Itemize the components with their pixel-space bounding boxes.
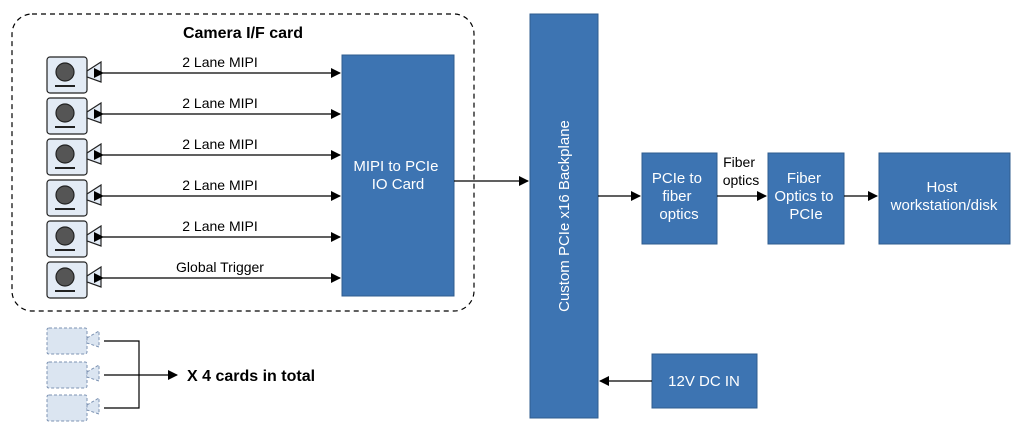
camera-icon <box>46 220 102 258</box>
power-label: 12V DC IN <box>668 373 740 390</box>
mipi-io-card-label: MIPI to PCIe IO Card <box>353 158 442 193</box>
ghost-camera-icon <box>46 361 100 389</box>
mipi-io-card-block <box>341 54 455 297</box>
fiber-link-label: Fiber optics <box>723 154 760 188</box>
link-arrows: 2 Lane MIPI 2 Lane MIPI 2 Lane MIPI 2 Lane … <box>94 54 341 283</box>
link-label: 2 Lane MIPI <box>182 54 258 70</box>
camera-icon <box>46 56 102 94</box>
host-block <box>878 152 1011 245</box>
pcie-to-fiber-label: PCIe to fiber optics <box>652 170 706 223</box>
ghost-camera-icon <box>46 327 100 355</box>
camera-icon <box>46 179 102 217</box>
additional-cards-stack <box>46 327 100 422</box>
pcie-to-fiber-block <box>641 152 718 245</box>
camera-card-container <box>11 13 475 312</box>
multiplier-label: X 4 cards in total <box>187 368 315 385</box>
link-label: Global Trigger <box>176 259 264 275</box>
camera-icon <box>46 97 102 135</box>
fiber-to-pcie-block <box>767 152 845 245</box>
fiber-to-pcie-label: Fiber Optics to PCIe <box>774 170 837 223</box>
power-block <box>651 353 758 409</box>
backplane-block <box>529 13 599 419</box>
link-label: 2 Lane MIPI <box>182 218 258 234</box>
backplane-label: Custom PCIe x16 Backplane <box>556 120 573 312</box>
ghost-camera-icon <box>46 394 100 422</box>
camera-icon <box>46 261 102 299</box>
camera-column <box>46 56 102 299</box>
host-label: Host workstation/disk <box>890 179 998 214</box>
camera-icon <box>46 138 102 176</box>
link-label: 2 Lane MIPI <box>182 95 258 111</box>
link-label: 2 Lane MIPI <box>182 177 258 193</box>
camera-card-title: Camera I/F card <box>183 25 303 42</box>
link-label: 2 Lane MIPI <box>182 136 258 152</box>
